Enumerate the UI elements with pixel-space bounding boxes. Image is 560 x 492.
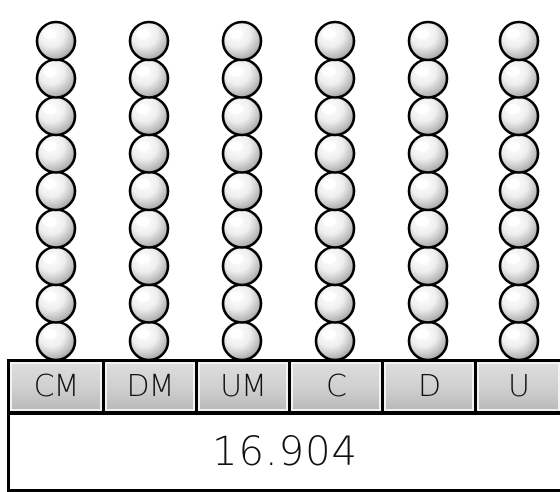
place-label-text: D [417,369,441,404]
bead [35,320,77,362]
bead-column-um [221,20,263,362]
number-value: 16.904 [212,429,358,475]
bead [221,320,263,362]
place-label-text: CM [33,369,80,404]
bead [407,283,449,324]
bead [314,58,356,99]
place-label-u: U [474,359,560,414]
bead [35,20,77,62]
bead [221,170,263,212]
bead [128,245,170,287]
place-label-cm: CM [7,359,105,414]
place-label-c: C [288,359,384,414]
bead [407,58,449,99]
bead [35,283,77,324]
place-label-text: C [326,369,347,404]
bead-column-d [407,20,449,362]
bead [128,20,170,62]
bead [128,208,170,249]
bead [35,133,77,174]
bead [407,208,449,249]
bead [498,208,540,249]
bead [498,283,540,324]
bead [221,133,263,174]
bead [221,283,263,324]
bead [498,95,540,137]
bead-column-c [314,20,356,362]
bead [35,245,77,287]
place-label-text: DM [126,369,175,404]
bead [407,320,449,362]
bead [35,95,77,137]
bead [221,58,263,99]
bead [314,95,356,137]
number-display: 16.904 [7,412,560,492]
place-label-dm: DM [102,359,198,414]
bead [128,320,170,362]
bead [407,245,449,287]
place-label-um: UM [195,359,291,414]
bead-column-dm [128,20,170,362]
bead-columns [35,20,540,362]
bead [128,283,170,324]
bead [128,58,170,99]
bead [314,170,356,212]
bead [128,133,170,174]
bead [314,133,356,174]
bead [498,170,540,212]
bead [314,283,356,324]
bead [314,245,356,287]
bead [35,208,77,249]
place-label-text: UM [220,369,267,404]
bead [35,58,77,99]
bead-column-cm [35,20,77,362]
bead [128,170,170,212]
bead [407,20,449,62]
bead [498,20,540,62]
place-label-d: D [381,359,477,414]
bead [407,133,449,174]
bead [221,208,263,249]
bead [498,58,540,99]
bead [221,20,263,62]
bead [314,208,356,249]
bead [128,95,170,137]
bead [498,133,540,174]
bead [221,95,263,137]
bead [314,20,356,62]
bead [407,170,449,212]
bead [314,320,356,362]
bead [221,245,263,287]
bead [498,245,540,287]
bead [498,320,540,362]
bead [407,95,449,137]
place-label-text: U [508,369,530,404]
bead [35,170,77,212]
bead-column-u [498,20,540,362]
